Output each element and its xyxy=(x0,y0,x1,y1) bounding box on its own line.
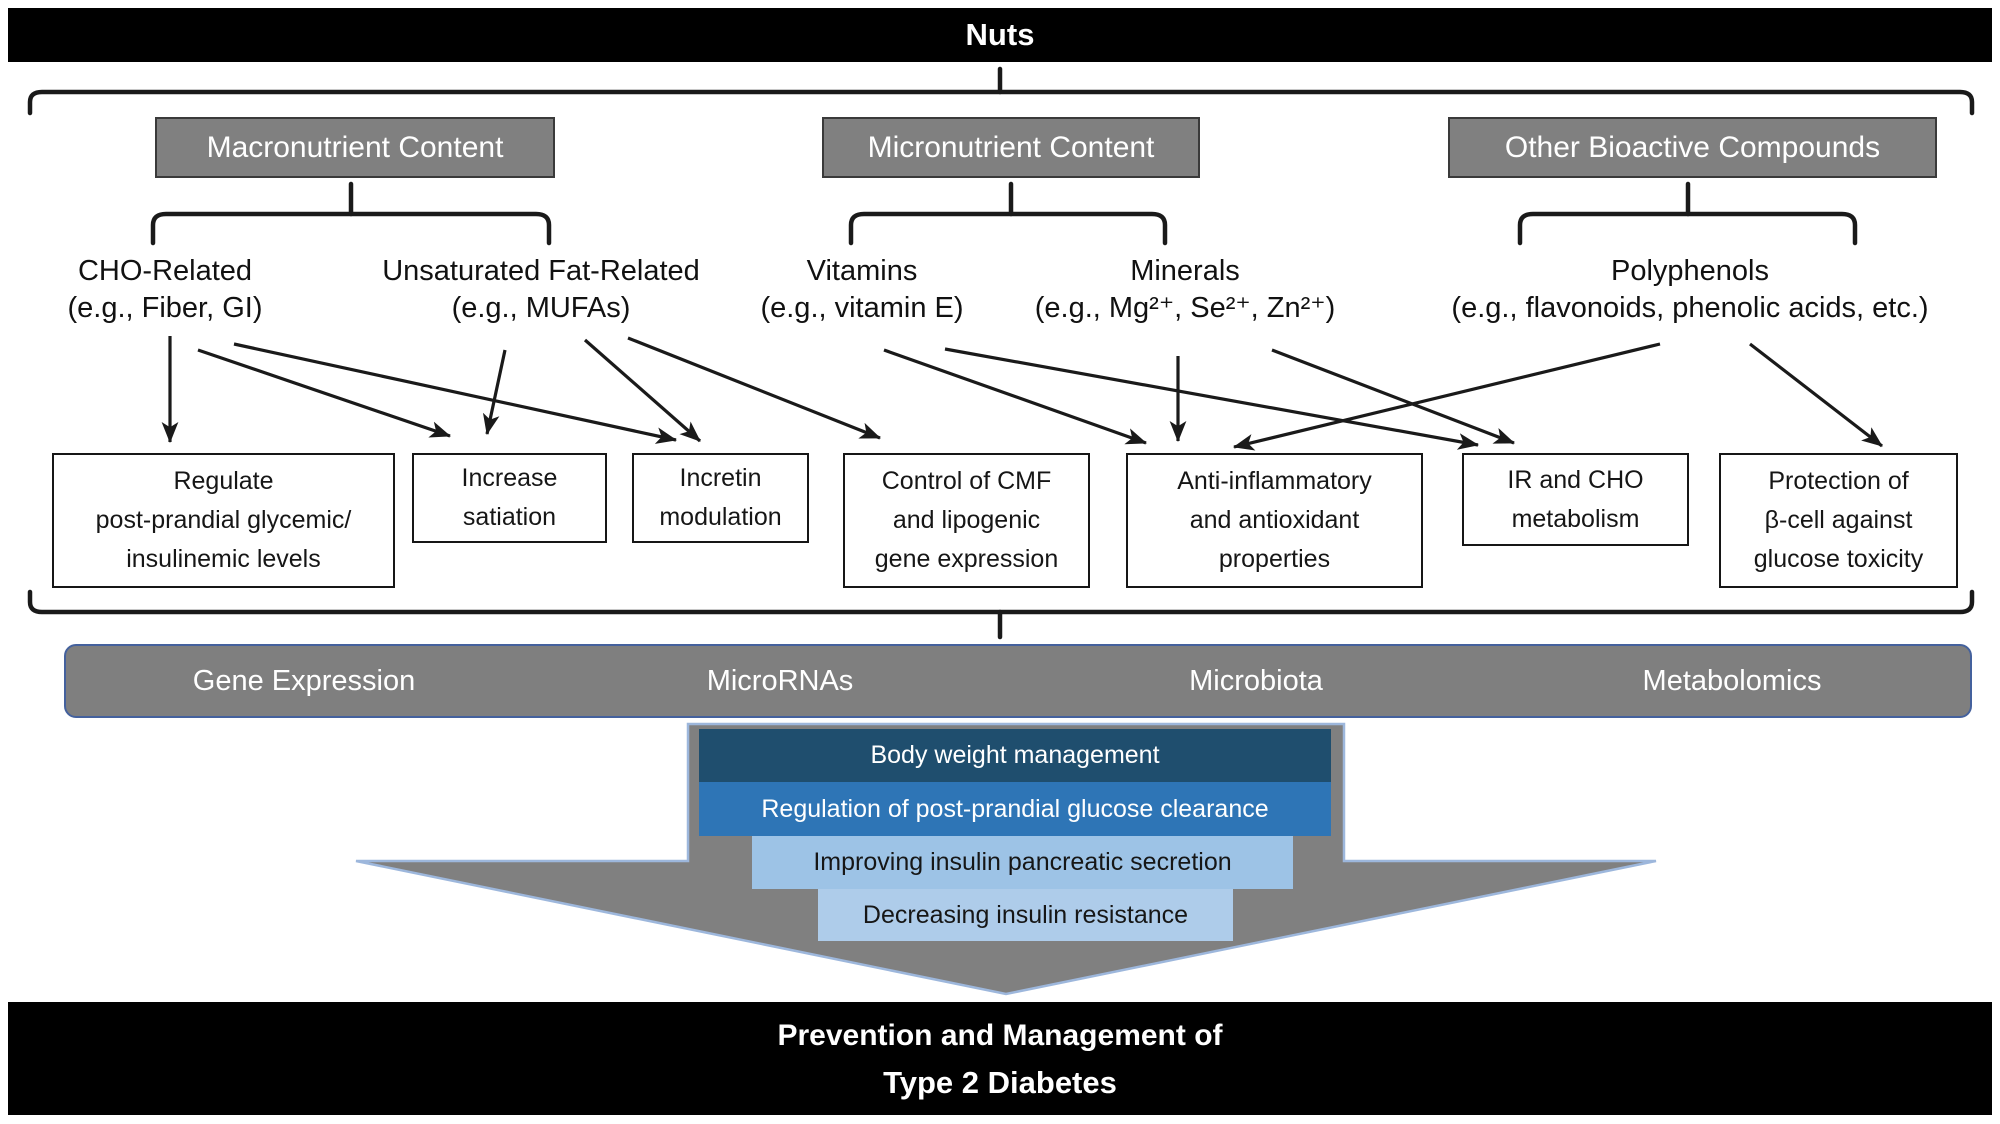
arrow-cho-to-incretin xyxy=(233,342,678,444)
subcategory-name: Polyphenols xyxy=(1610,255,1769,287)
mechanism-text: Increase satiation xyxy=(461,464,558,531)
arrow-mufa-to-cmf xyxy=(627,336,881,440)
mechanism-text: Control of CMF and lipogenic gene expres… xyxy=(874,467,1059,573)
funnel-box-label: Decreasing insulin resistance xyxy=(862,900,1189,929)
subcategory-name: Minerals xyxy=(1130,255,1240,287)
subcategory-example: (e.g., vitamin E) xyxy=(760,292,964,324)
funnel-box-label: Improving insulin pancreatic secretion xyxy=(813,848,1232,876)
macronutrient-bracket xyxy=(150,211,552,246)
subcategory-name: CHO-Related xyxy=(77,255,253,287)
subcategory-polyphenols: Polyphenols (e.g., flavonoids, phenolic … xyxy=(1451,253,1928,327)
outcome-banner-line1: Prevention and Management of xyxy=(777,1018,1223,1052)
mechanism-box-cmf-gene-expression: Control of CMF and lipogenic gene expres… xyxy=(843,453,1090,588)
mechanism-text: Anti-inflammatory and antioxidant proper… xyxy=(1177,467,1372,573)
mechanism-box-incretin-modulation: Incretin modulation xyxy=(632,453,809,543)
mechanism-text: IR and CHO metabolism xyxy=(1507,465,1644,533)
arrow-polyphenols-to-antiinflammatory xyxy=(1232,342,1661,451)
omics-item-microbiota: Microbiota xyxy=(1189,664,1323,697)
subcategory-vitamins: Vitamins (e.g., vitamin E) xyxy=(760,253,963,327)
mechanism-box-beta-cell-protection: Protection of β-cell against glucose tox… xyxy=(1719,453,1958,588)
funnel-box-body-weight: Body weight management xyxy=(699,729,1331,782)
bottom-bracket xyxy=(27,589,1975,615)
arrow-mufa-to-incretin xyxy=(583,338,702,443)
arrow-mufa-to-satiation xyxy=(482,349,507,436)
funnel-box-label: Body weight management xyxy=(870,741,1160,769)
subcategory-name: Vitamins xyxy=(806,255,918,287)
subcategory-minerals: Minerals (e.g., Mg²⁺, Se²⁺, Zn²⁺) xyxy=(1035,253,1336,327)
omics-bar: Gene Expression MicroRNAs Microbiota Met… xyxy=(64,644,1972,718)
bioactive-bracket xyxy=(1517,211,1858,246)
mechanism-box-glycemic-regulation: Regulate post-prandial glycemic/ insulin… xyxy=(52,453,395,588)
category-box-macronutrient: Macronutrient Content xyxy=(155,117,555,178)
top-bracket xyxy=(27,89,1975,116)
funnel-box-insulin-secretion: Improving insulin pancreatic secretion xyxy=(752,836,1293,889)
mechanism-box-increase-satiation: Increase satiation xyxy=(412,453,607,543)
subcategory-example: (e.g., flavonoids, phenolic acids, etc.) xyxy=(1451,292,1929,324)
category-label: Other Bioactive Compounds xyxy=(1504,130,1881,164)
arrow-polyphenols-to-betacell xyxy=(1749,342,1883,448)
subcategory-example: (e.g., MUFAs) xyxy=(451,292,631,324)
mechanism-text: Protection of β-cell against glucose tox… xyxy=(1753,467,1924,573)
subcategory-unsaturated-fat: Unsaturated Fat-Related (e.g., MUFAs) xyxy=(382,253,700,327)
subcategory-cho: CHO-Related (e.g., Fiber, GI) xyxy=(68,253,263,327)
micronutrient-bracket xyxy=(848,211,1168,246)
subcategory-example: (e.g., Fiber, GI) xyxy=(67,292,263,324)
category-label: Micronutrient Content xyxy=(867,130,1155,164)
arrow-minerals-to-ir-cho xyxy=(1271,348,1515,445)
omics-item-metabolomics: Metabolomics xyxy=(1642,664,1822,697)
arrow-cho-to-satiation xyxy=(197,348,451,438)
category-box-bioactive: Other Bioactive Compounds xyxy=(1448,117,1937,178)
omics-item-micrornas: MicroRNAs xyxy=(706,664,854,697)
mechanism-box-anti-inflammatory: Anti-inflammatory and antioxidant proper… xyxy=(1126,453,1423,588)
subcategory-example: (e.g., Mg²⁺, Se²⁺, Zn²⁺) xyxy=(1034,292,1336,324)
subcategory-name: Unsaturated Fat-Related xyxy=(382,255,700,287)
mechanism-box-ir-cho-metabolism: IR and CHO metabolism xyxy=(1462,453,1689,546)
arrow-vitamins-to-ir-cho xyxy=(944,347,1480,450)
funnel-box-insulin-resistance: Decreasing insulin resistance xyxy=(818,889,1233,941)
mechanism-text: Regulate post-prandial glycemic/ insulin… xyxy=(95,467,352,573)
omics-item-gene-expression: Gene Expression xyxy=(192,664,416,697)
nuts-banner: Nuts xyxy=(8,8,1992,62)
arrow-vitamins-to-antiinflammatory xyxy=(883,348,1147,445)
mechanism-text: Incretin modulation xyxy=(659,464,782,531)
funnel-box-glucose-clearance: Regulation of post-prandial glucose clea… xyxy=(699,782,1331,836)
outcome-banner: Prevention and Management of Type 2 Diab… xyxy=(8,1002,1992,1115)
category-label: Macronutrient Content xyxy=(206,130,504,164)
funnel-box-label: Regulation of post-prandial glucose clea… xyxy=(761,794,1269,823)
outcome-banner-line2: Type 2 Diabetes xyxy=(883,1064,1117,1100)
nuts-banner-title: Nuts xyxy=(965,17,1035,52)
category-box-micronutrient: Micronutrient Content xyxy=(822,117,1200,178)
